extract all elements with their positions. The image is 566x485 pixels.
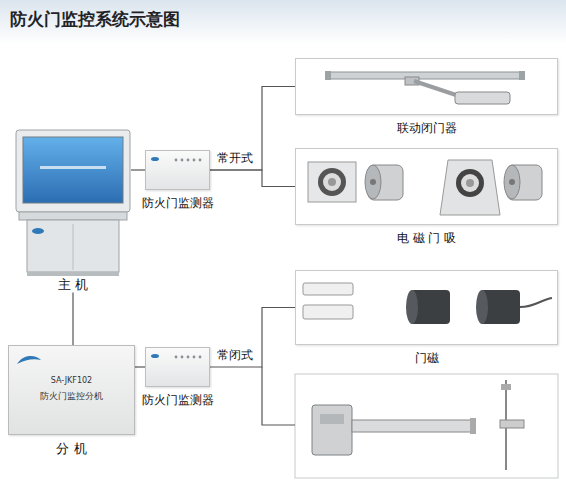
- title-band: [0, 0, 566, 44]
- magnetic-holder-figure-part: [318, 168, 346, 196]
- monitor-box: 防火门监测器: [145, 347, 210, 387]
- edge-label: 常闭式: [216, 348, 254, 362]
- logo-swoosh: [17, 356, 41, 364]
- magnetic-holder-figure-part: [323, 173, 341, 191]
- node-label: 分 机: [56, 441, 86, 457]
- led-dot: [193, 159, 196, 162]
- host-computer-part: [19, 212, 127, 220]
- door-contact-figure-part: [406, 290, 418, 324]
- connector-line: [135, 366, 145, 367]
- connector-line: [210, 87, 295, 171]
- door-contact-figure: [303, 283, 552, 324]
- monitor-face: [146, 151, 209, 189]
- panic-bar-figure-part: [352, 420, 472, 432]
- diagram-title: 防火门监控系统示意图: [10, 9, 180, 29]
- led-dot: [181, 159, 184, 162]
- connector-line: [131, 169, 145, 170]
- logo-mark: [151, 157, 159, 161]
- magnetic-holder-figure-part: [466, 179, 474, 187]
- host-computer-part: [27, 272, 119, 276]
- device-panel: 联动闭门器: [295, 58, 558, 115]
- node-label: 防火门监测器: [142, 196, 214, 210]
- logo-mark: [151, 354, 159, 358]
- magnetic-holder-figure-part: [461, 174, 479, 192]
- device-panel: 电 磁 门 吸: [295, 148, 558, 225]
- node-label: 联动闭门器: [397, 121, 457, 135]
- led-dot: [199, 159, 202, 162]
- door-closer-figure-part: [325, 71, 331, 80]
- sub-unit-box: SA-JKF102防火门监控分机分 机: [8, 345, 135, 435]
- magnetic-holder-figure-part: [456, 169, 484, 197]
- host-computer-part: [73, 224, 74, 270]
- connector-line: [210, 308, 295, 368]
- door-closer-figure-part: [330, 72, 520, 79]
- monitor-box: 防火门监测器: [145, 150, 210, 190]
- node-label: 主 机: [15, 273, 131, 293]
- door-closer-figure-part: [519, 71, 525, 80]
- panic-bar-figure-part: [500, 420, 524, 428]
- title-band-part: [0, 0, 566, 44]
- logo-mark: [15, 352, 45, 372]
- wire-part: [262, 367, 295, 425]
- panic-bar-figure-part: [312, 405, 352, 455]
- panic-bar-figure-part: [501, 384, 511, 390]
- panic-bar-figure-part: [320, 414, 344, 424]
- magnetic-holder-figure-part: [308, 162, 356, 202]
- magnetic-holder-figure-part: [370, 179, 376, 185]
- led-dot: [193, 356, 196, 359]
- device-name: 防火门监控分机: [40, 391, 103, 402]
- edge-label: 常开式: [216, 151, 254, 165]
- device-panel: 门磁: [295, 270, 558, 345]
- host-computer-part: [23, 137, 123, 203]
- door-closer-figure-part: [455, 92, 510, 104]
- host-figure-space: [15, 128, 131, 273]
- connector-line: [72, 293, 73, 345]
- led-dot: [175, 356, 178, 359]
- magnetic-holder-figure-part: [504, 165, 520, 199]
- node-label: 防火门监测器: [142, 393, 214, 407]
- panic-bar-figure-part: [470, 418, 476, 434]
- magnetic-holder-figure-part: [509, 179, 515, 185]
- monitor-face: [146, 348, 209, 386]
- door-contact-figure-part: [303, 283, 353, 295]
- led-dot: [187, 159, 190, 162]
- connector-line: [210, 170, 295, 187]
- magnetic-holder-figure-part: [365, 165, 381, 199]
- node-label: 门磁: [415, 351, 439, 365]
- led-dot: [181, 356, 184, 359]
- magnetic-holder-figure: [308, 160, 542, 215]
- led-dot: [187, 356, 190, 359]
- door-contact-figure-part: [303, 305, 353, 319]
- panic-bar-figure-part: [295, 374, 558, 478]
- host-computer: [16, 130, 130, 276]
- led-dot: [199, 356, 202, 359]
- model-number: SA-JKF102: [51, 376, 92, 386]
- node-label: 电 磁 门 吸: [397, 231, 456, 245]
- host-computer-part: [27, 220, 119, 272]
- led-dot: [175, 159, 178, 162]
- magnetic-holder-figure-part: [328, 178, 336, 186]
- door-closer-figure: [325, 71, 525, 104]
- host-node: 主 机: [15, 128, 131, 293]
- door-contact-figure-part: [520, 298, 552, 307]
- host-computer-part: [40, 166, 106, 169]
- wire: [262, 367, 295, 425]
- host-computer-part: [16, 130, 130, 212]
- host-computer-part: [32, 228, 44, 234]
- magnetic-holder-figure-part: [440, 160, 500, 215]
- panic-bar-figure: [295, 374, 558, 478]
- door-contact-figure-part: [476, 290, 488, 324]
